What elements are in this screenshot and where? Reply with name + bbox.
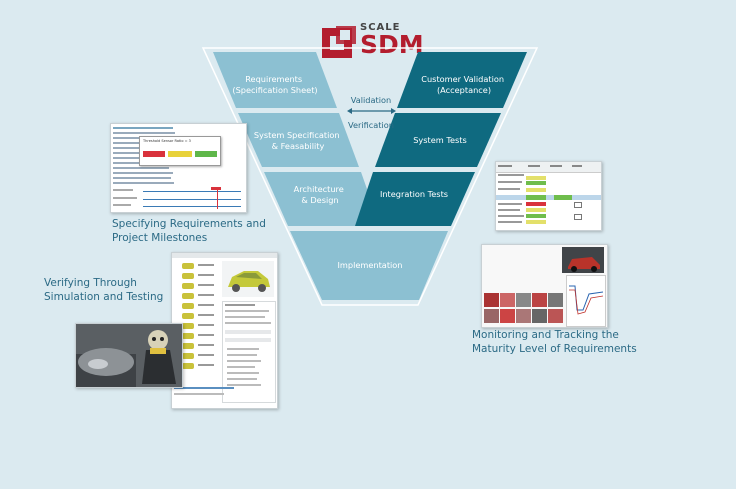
status-red: [143, 151, 165, 157]
v-block-architecture: [264, 172, 380, 226]
simulation-tree-list: [174, 261, 219, 381]
popup-title: Threshold Sensor Ratio = 3: [143, 139, 191, 143]
v-block-system-tests: [375, 113, 501, 167]
arrow-left-icon: [347, 108, 352, 114]
car-model-viewport: [222, 261, 274, 297]
caption-monitoring: Monitoring and Tracking the Maturity Lev…: [472, 329, 637, 355]
thumb-maturity-table: [495, 161, 602, 231]
v-block-requirements: [213, 52, 337, 108]
v-block-integration-tests: [355, 172, 475, 226]
label-system-tests: System Tests: [413, 135, 467, 145]
label-integration-tests: Integration Tests: [380, 189, 448, 199]
threshold-popup: Threshold Sensor Ratio = 3: [139, 136, 221, 166]
thumb-monitoring-photos: [481, 244, 608, 328]
v-block-customer-validation: [397, 52, 527, 108]
thumb-requirements-table: Threshold Sensor Ratio = 3: [110, 123, 247, 213]
caption-simulation: Verifying Through Simulation and Testing: [44, 277, 164, 303]
scale-sdm-logo: SCALE SDM: [322, 22, 424, 62]
label-customer-validation: Customer Validation (Acceptance): [421, 74, 506, 95]
car-model-icon: [228, 271, 270, 292]
arrow-right-icon: [391, 108, 396, 114]
car-photo-top: [562, 247, 604, 273]
logo-big-text: SDM: [360, 30, 424, 59]
label-implementation: Implementation: [337, 260, 402, 270]
label-architecture: Architecture & Design: [294, 184, 347, 205]
crash-dummy-icon: [76, 324, 182, 387]
label-validation: Validation: [351, 95, 391, 105]
properties-panel: [222, 301, 276, 403]
caption-requirements: Specifying Requirements and Project Mile…: [112, 218, 266, 244]
label-system-spec: System Specification & Feasability: [254, 130, 342, 151]
curve-chart-icon: [569, 285, 604, 315]
status-green: [195, 151, 217, 157]
logo-small-text: SCALE: [360, 22, 401, 33]
v-block-system-spec: [238, 113, 359, 167]
crash-test-photo: [75, 323, 183, 388]
label-verification: Verification: [348, 120, 394, 130]
label-requirements: Requirements (Specification Sheet): [232, 74, 317, 95]
maturity-curve-chart: [566, 275, 606, 327]
maturity-rows: [496, 174, 601, 228]
thumb-simulation-app: [171, 252, 278, 409]
photo-grid: [484, 293, 564, 325]
v-outline: [201, 47, 539, 306]
logo-mark-icon: [322, 26, 356, 58]
milestone-timeline: [113, 187, 243, 209]
v-block-implementation: [290, 231, 448, 300]
status-yellow: [168, 151, 192, 157]
